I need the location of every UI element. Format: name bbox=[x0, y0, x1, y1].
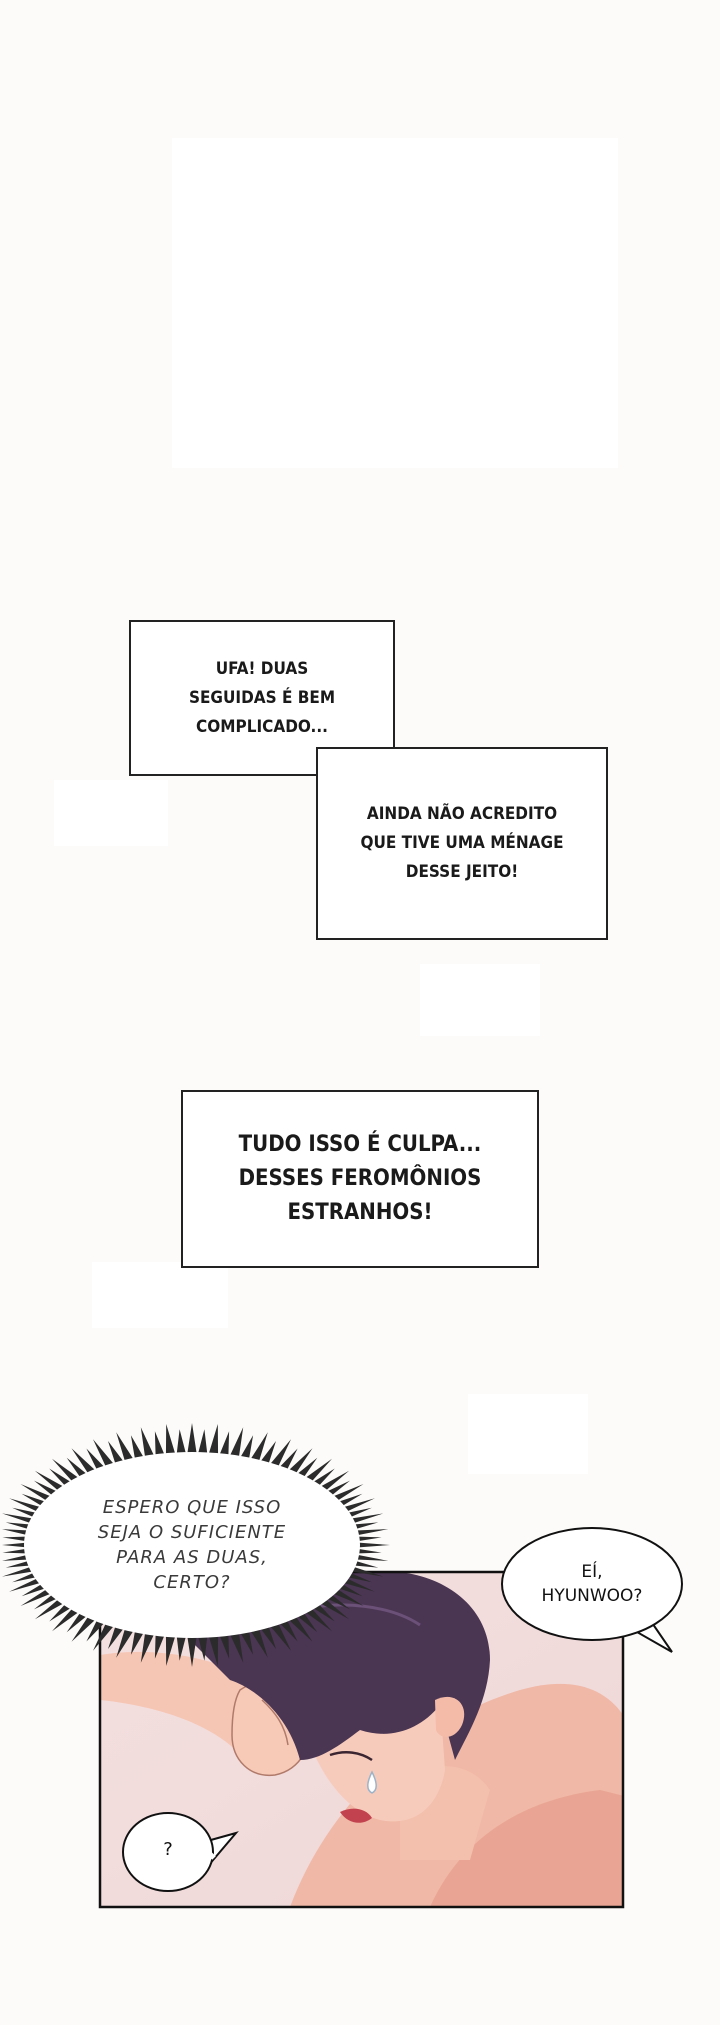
caption-text-3: TUDO ISSO É CULPA... DESSES FEROMÔNIOS E… bbox=[238, 1132, 482, 1225]
speech-text-question: ? bbox=[163, 1839, 173, 1860]
speech-bubble-call bbox=[501, 1527, 683, 1653]
speech-bubble-question bbox=[122, 1812, 239, 1892]
blank-area-lower-left bbox=[92, 1262, 228, 1328]
spiky-thought-burst bbox=[2, 1423, 390, 1667]
caption-text-2: AINDA NÃO ACREDITO QUE TIVE UMA MÉNAGE D… bbox=[360, 804, 564, 882]
blank-area-top bbox=[172, 138, 618, 468]
caption-text-1: UFA! DUAS SEGUIDAS É BEM COMPLICADO... bbox=[188, 658, 336, 737]
caption-box-2: AINDA NÃO ACREDITO QUE TIVE UMA MÉNAGE D… bbox=[316, 747, 608, 940]
blank-area-mid bbox=[420, 964, 540, 1036]
blank-area-lower-right bbox=[468, 1394, 588, 1474]
caption-box-3: TUDO ISSO É CULPA... DESSES FEROMÔNIOS E… bbox=[181, 1090, 539, 1268]
blank-area-left bbox=[54, 780, 168, 846]
speech-text-call: EÍ, HYUNWOO? bbox=[541, 1562, 643, 1606]
thought-text: ESPERO QUE ISSO SEJA O SUFICIENTE PARA A… bbox=[97, 1497, 287, 1593]
